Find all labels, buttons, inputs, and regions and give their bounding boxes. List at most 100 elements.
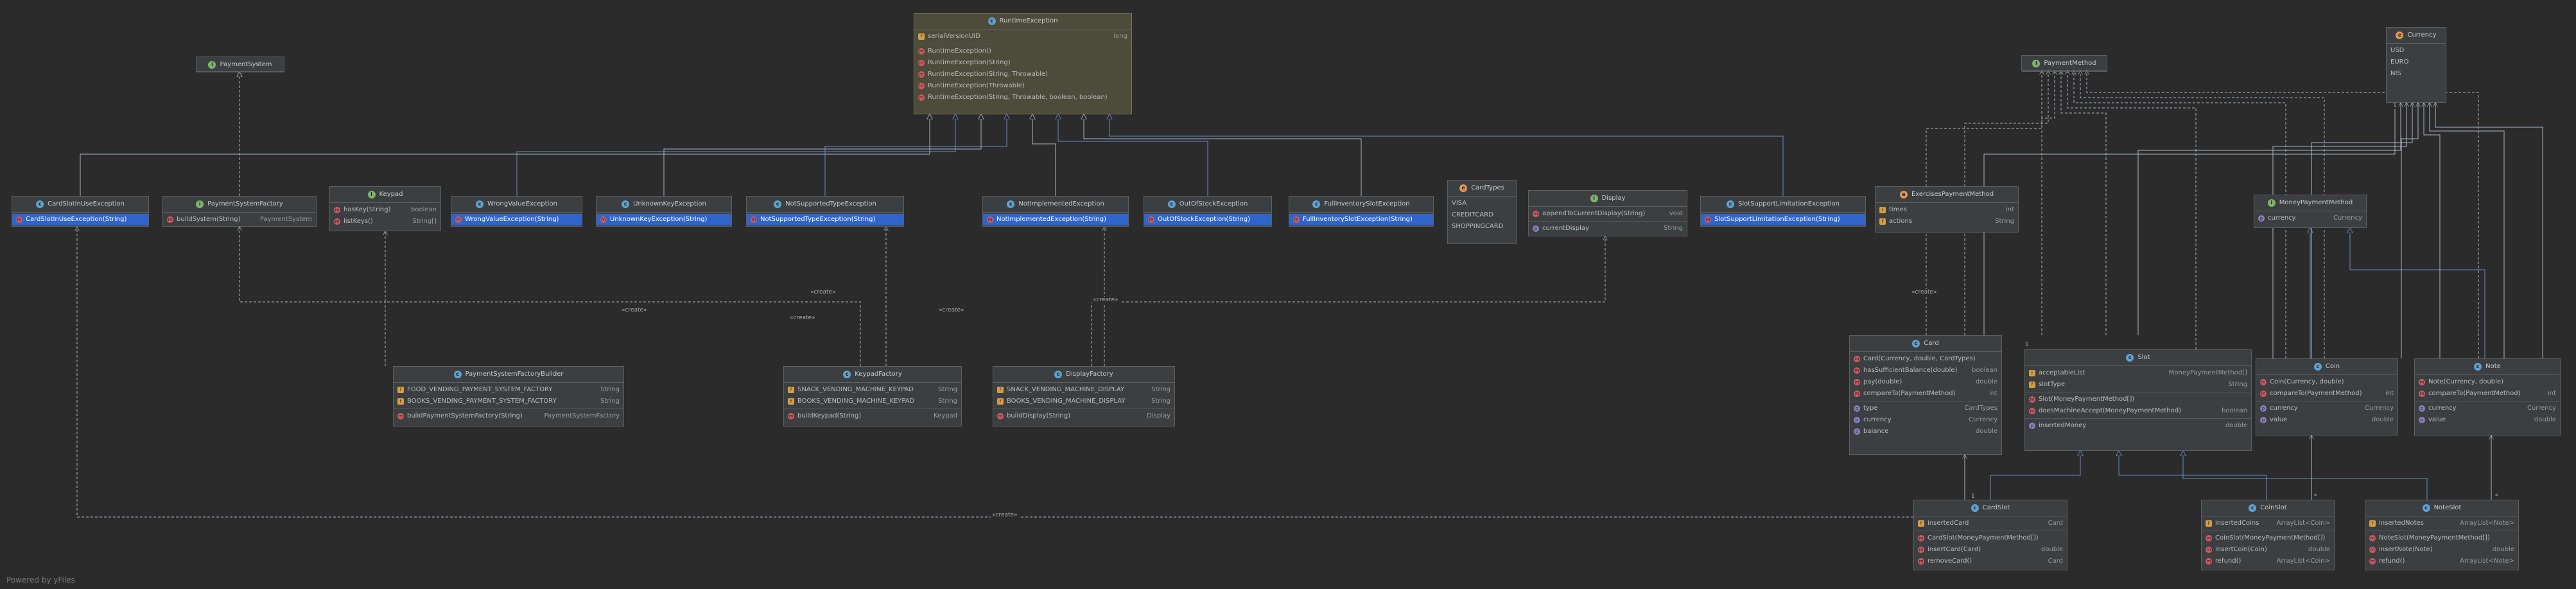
enum-constant[interactable]: VISA bbox=[1448, 198, 1516, 209]
enum-constant[interactable]: SHOPPINGCARD bbox=[1448, 221, 1516, 233]
enum-constant[interactable]: USD bbox=[2387, 45, 2446, 57]
member-name: currency bbox=[2270, 405, 2298, 412]
enum-constant[interactable]: NIS bbox=[2387, 68, 2446, 80]
enum-constant[interactable]: EURO bbox=[2387, 57, 2446, 68]
enum-constant[interactable]: CREDITCARD bbox=[1448, 209, 1516, 221]
class-icon: c bbox=[1054, 371, 1063, 378]
